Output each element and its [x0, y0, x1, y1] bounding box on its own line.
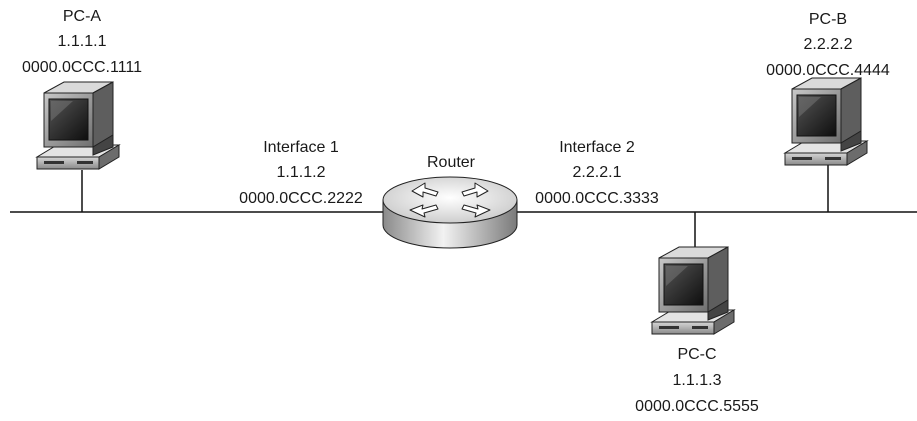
pc-c-name: PC-C	[677, 346, 716, 363]
desktop-computer-icon	[36, 81, 120, 170]
interface-2-mac: 0000.0CCC.3333	[535, 190, 659, 207]
interface-1-ip: 1.1.1.2	[277, 164, 326, 181]
pc-a: PC-A 1.1.1.1 0000.0CCC.1111	[22, 8, 142, 170]
interface-2-label: Interface 2	[559, 139, 635, 156]
desktop-computer-icon	[651, 246, 735, 335]
interface-2-labels: Interface 2 2.2.2.1 0000.0CCC.3333	[535, 139, 659, 207]
router-name: Router	[427, 154, 476, 171]
desktop-computer-icon	[784, 77, 868, 166]
pc-a-mac: 0000.0CCC.1111	[22, 59, 142, 76]
interface-2-ip: 2.2.2.1	[573, 164, 622, 181]
pc-c: PC-C 1.1.1.3 0000.0CCC.5555	[635, 246, 759, 415]
pc-b-mac: 0000.0CCC.4444	[766, 62, 890, 79]
pc-b-ip: 2.2.2.2	[804, 36, 853, 53]
pc-c-ip: 1.1.1.3	[673, 372, 722, 389]
interface-1-labels: Interface 1 1.1.1.2 0000.0CCC.2222	[239, 139, 363, 207]
pc-a-name: PC-A	[63, 8, 102, 25]
pc-b: PC-B 2.2.2.2 0000.0CCC.4444	[766, 11, 890, 166]
pc-c-mac: 0000.0CCC.5555	[635, 398, 759, 415]
interface-1-label: Interface 1	[263, 139, 339, 156]
router-icon	[382, 176, 518, 249]
pc-a-ip: 1.1.1.1	[58, 33, 107, 50]
router: Router	[382, 154, 518, 249]
pc-b-name: PC-B	[809, 11, 847, 28]
interface-1-mac: 0000.0CCC.2222	[239, 190, 363, 207]
